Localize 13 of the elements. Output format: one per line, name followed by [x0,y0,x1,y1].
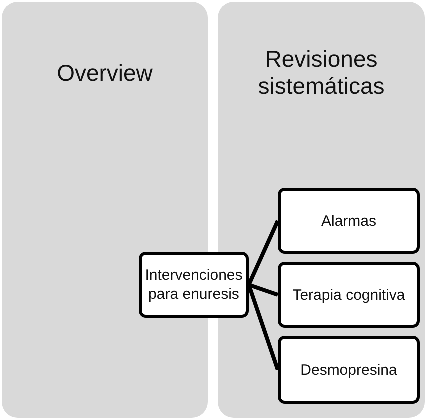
box-label: Alarmas [321,212,376,230]
column-heading: Overview [56,60,154,87]
box-label: Terapia cognitiva [292,286,406,304]
box-label: Intervenciones para enuresis [145,266,243,304]
box-label: Desmopresina [300,360,398,380]
process-box [139,252,249,318]
connector-line [247,220,280,286]
process-box [278,336,420,404]
connector-line [248,283,279,297]
column-heading: Revisiones sistemáticas [257,46,386,100]
connector-line [247,284,280,371]
process-box [278,262,420,328]
process-box [278,188,420,254]
